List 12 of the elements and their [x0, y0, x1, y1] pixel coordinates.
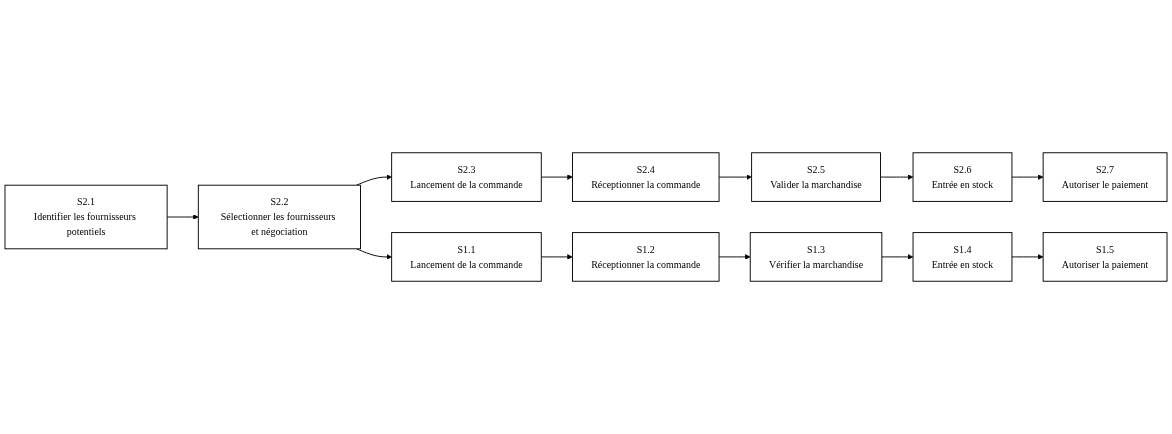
node-box: S1.5 Autoriser la paiement [1042, 232, 1168, 282]
node-box: S2.1 Identifier les fournisseurs potentiels [4, 184, 168, 250]
node-box: S2.2 Sélectionner les fournisseurs et négociation [197, 184, 361, 250]
node-box: S2.7 Autoriser le paiement [1042, 152, 1168, 202]
node-box: S2.6 Entrée en stock [912, 152, 1013, 202]
node-box: S1.3 Vérifier la marchandise [749, 232, 883, 282]
node-box: S1.4 Entrée en stock [912, 232, 1013, 282]
node-box: S2.4 Réceptionner la commande [572, 152, 720, 202]
node-box: S2.5 Valider la marchandise [751, 152, 881, 202]
node-box: S2.3 Lancement de la commande [391, 152, 542, 202]
node-box: S1.2 Réceptionner la commande [572, 232, 720, 282]
node-box: S1.1 Lancement de la commande [391, 232, 542, 282]
